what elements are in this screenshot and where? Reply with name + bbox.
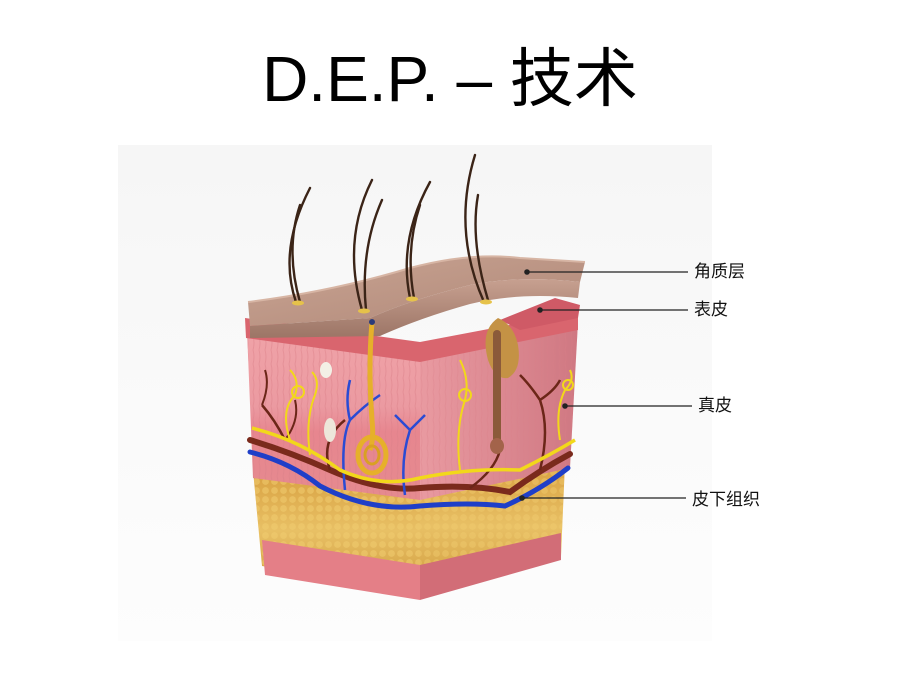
- label-dermis: 真皮: [698, 396, 732, 416]
- label-subcutaneous: 皮下组织: [692, 490, 760, 510]
- hairs: [288, 153, 490, 312]
- label-stratum-corneum: 角质层: [694, 262, 745, 282]
- sweat-gland-coil: [355, 434, 389, 476]
- nerve: [251, 426, 576, 484]
- artery: [247, 437, 573, 496]
- callout-lines: [519, 269, 692, 501]
- slide-title: D.E.P. – 技术: [262, 43, 638, 115]
- label-epidermis: 表皮: [694, 300, 728, 320]
- sweat-duct: [367, 321, 376, 451]
- hair-follicle: [493, 330, 501, 445]
- stratum-corneum-slab: [248, 256, 585, 326]
